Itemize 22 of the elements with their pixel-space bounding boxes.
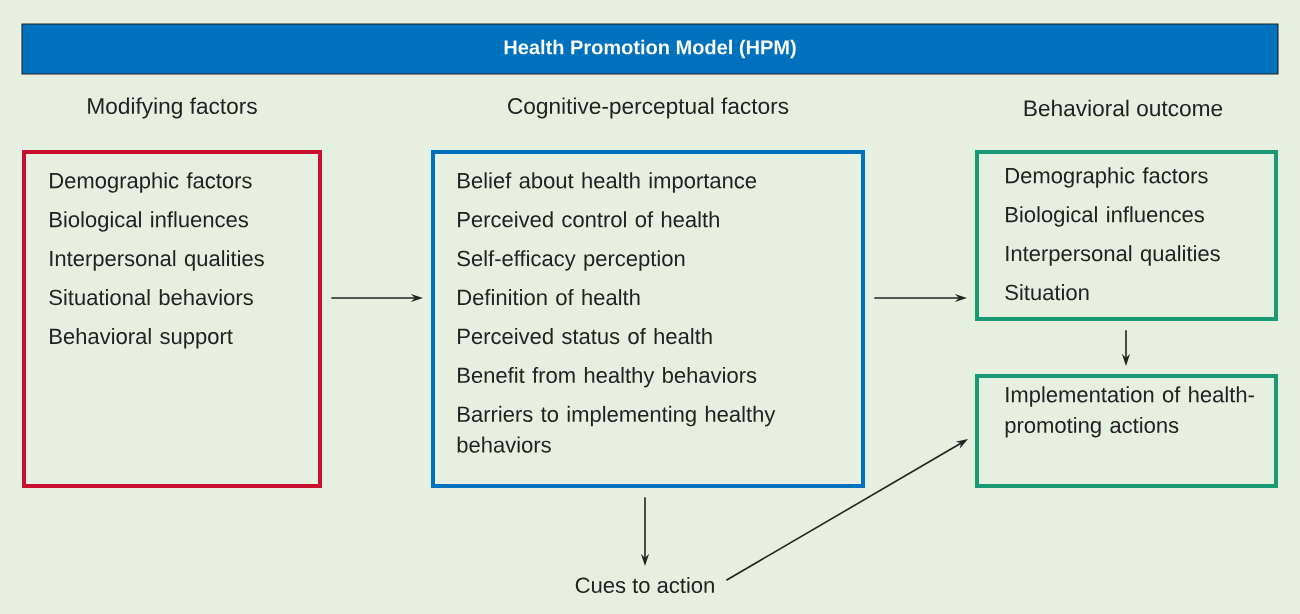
list-item: Biological influences [50,211,248,232]
list-item: Interpersonal qualities [50,250,264,271]
column-heading: Behavioral outcome [1024,99,1223,117]
bare-label: Cues to action [575,576,714,594]
list-item: Behavioral support [50,328,233,349]
list-item: Implementation of health-promoting actions [1005,386,1254,438]
column-heading: Modifying factors [88,97,257,119]
column-heading: Cognitive-perceptual factors [508,97,789,119]
list-item: Demographic factors [50,172,252,193]
list-item: Situation [1005,284,1089,301]
list-item: Demographic factors [1006,167,1208,188]
list-item: Self-efficacy perception [457,250,685,271]
list-item: Barriers to implementing healthy behaviors [457,405,776,453]
list-item: Belief about health importance [458,172,757,193]
list-item: Definition of health [458,289,640,306]
list-item: Interpersonal qualities [1006,245,1220,266]
list-item: Perceived status of health [458,328,712,345]
list-item: Perceived control of health [458,211,719,228]
list-item: Biological influences [1006,206,1204,227]
title-band: Health Promotion Model (HPM) [21,23,1279,75]
list-item: Benefit from healthy behaviors [458,366,757,388]
list-item: Situational behaviors [49,289,253,306]
